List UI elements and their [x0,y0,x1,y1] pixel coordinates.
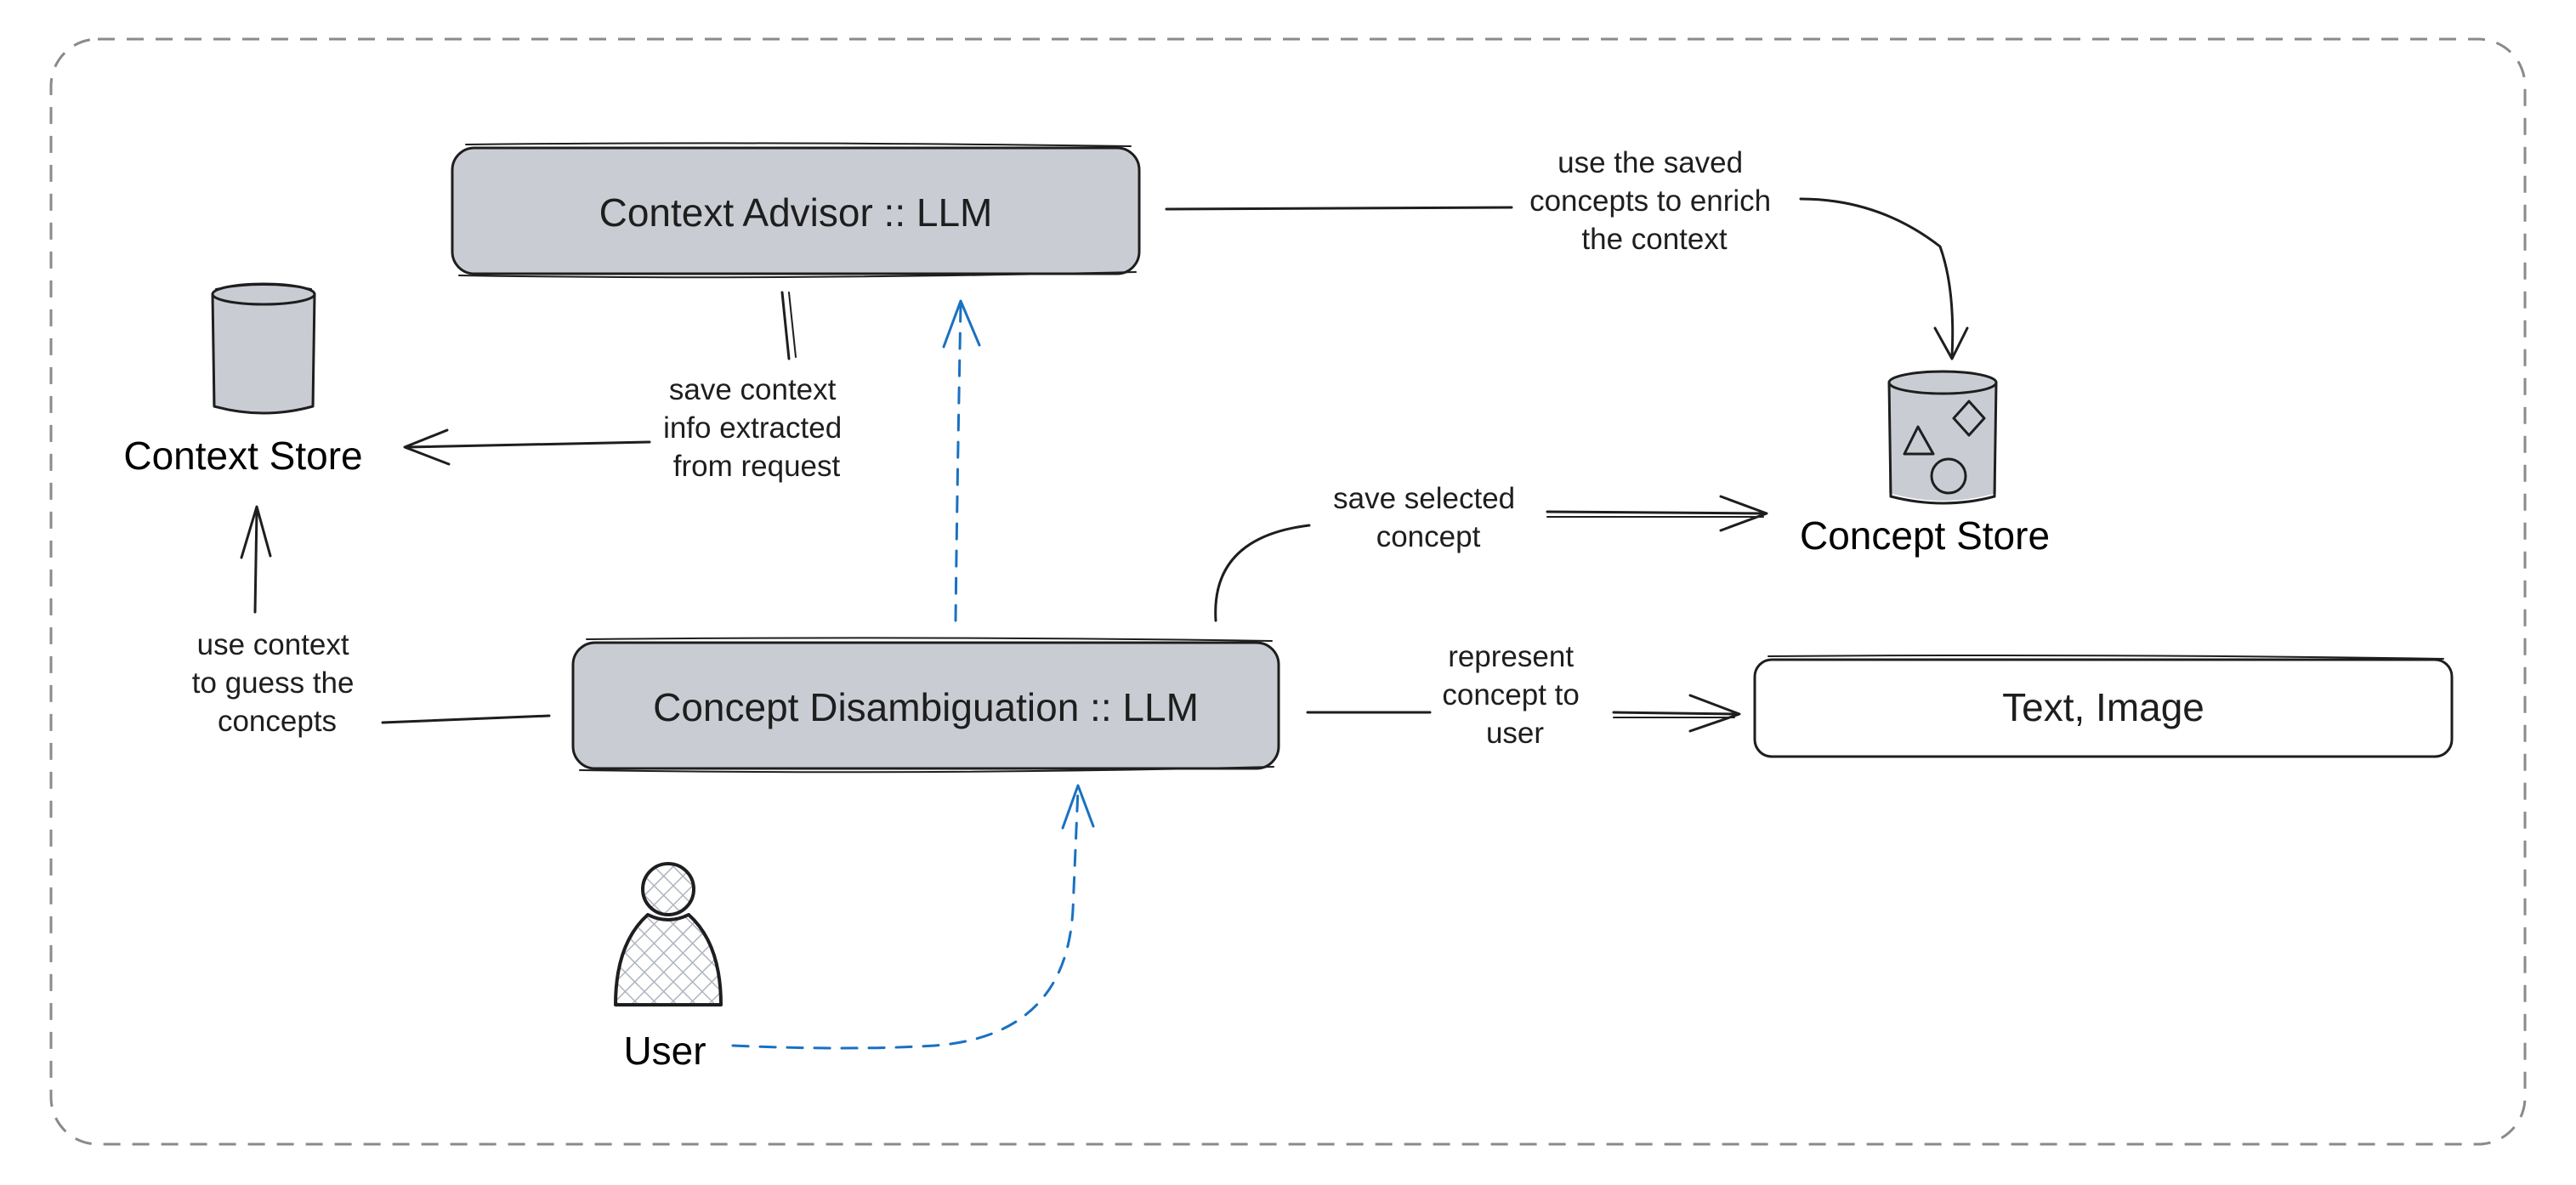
edge-represent: represent concept to user [1306,640,1741,750]
edge-represent-arrowhead [1688,694,1741,733]
svg-text:use context to guess the: use context to guess the concepts [192,628,362,738]
edge-user-to-disambiguation [731,784,1095,1050]
concept-store-label: Concept Store [1800,513,2050,558]
edge-save-context-label-2: info extracted [663,411,842,445]
database-shapes-icon [1887,370,1998,505]
user-person-icon [614,862,723,1006]
database-cylinder-icon [211,282,316,415]
edge-represent-line-right [1612,711,1739,716]
edge-save-concept-arrowhead [1719,495,1768,532]
user-node[interactable]: User [614,862,723,1073]
svg-text:save context info extrac: save context info extracted from request [663,373,850,483]
edge-enrich-label-3: the context [1581,223,1727,256]
edge-save-context: save context info extracted from request [403,291,850,483]
edge-enrich-label-1: use the saved [1558,146,1743,179]
edge-enrich-label-2: concepts to enrich [1529,184,1771,218]
edge-enrich-arrowhead [1933,326,1969,360]
text-image-label: Text, Image [2002,685,2204,729]
edge-save-concept-label-2: concept [1376,520,1481,553]
svg-text:represent concept to: represent concept to user [1442,640,1587,750]
edge-blue-up-arrowhead [942,299,981,349]
edge-guess-line [381,714,551,724]
edge-save-concept-label-1: save selected [1333,482,1515,515]
circle-shape [1930,457,1967,495]
svg-text:use the saved concepts t: use the saved concepts to enrich the con… [1529,146,1779,256]
edge-represent-label-1: represent [1448,640,1574,673]
edge-blue-up-line [954,304,962,622]
svg-text:save selected concept: save selected concept [1333,482,1523,553]
concept-disambiguation-label: Concept Disambiguation :: LLM [653,685,1199,729]
edge-save-concept-curve [1214,524,1311,622]
edge-guess-arrowhead [240,505,272,559]
edge-save-context-arrowhead [403,428,451,466]
context-store-node[interactable]: Context Store [123,282,363,478]
edge-guess: use context to guess the concepts [192,505,551,738]
edge-save-context-label-1: save context [669,373,837,406]
concept-disambiguation-node[interactable]: Concept Disambiguation :: LLM [571,637,1280,774]
context-advisor-label: Context Advisor :: LLM [599,190,993,235]
edge-save-context-line [405,440,651,449]
context-advisor-box [451,146,1141,275]
edge-save-concept: save selected concept [1214,482,1768,622]
edge-represent-label-2: concept to [1442,678,1580,712]
user-label: User [623,1029,706,1073]
edge-guess-label-2: to guess the [192,666,355,700]
edge-save-context-label-3: from request [673,450,841,483]
edge-save-concept-line [1546,510,1767,515]
text-image-node[interactable]: Text, Image [1753,655,2454,758]
edge-blue-user-arrowhead [1061,784,1095,830]
diamond-shape [1952,400,1986,437]
edge-enrich-line-right [1799,197,1955,359]
text-image-box [1753,658,2454,758]
triangle-shape [1903,425,1935,456]
outer-frame [49,37,2527,1146]
edge-guess-label-3: concepts [218,705,337,738]
edge-enrich-line-left [1165,206,1513,211]
edge-blue-user-line [731,787,1080,1050]
edge-guess-label-1: use context [197,628,349,661]
concept-disambiguation-box [571,641,1280,770]
edge-disambiguation-to-advisor [942,299,981,622]
edge-enrich: use the saved concepts to enrich the con… [1165,146,1969,360]
edge-guess-up-line [253,508,258,614]
context-advisor-node[interactable]: Context Advisor :: LLM [451,142,1141,279]
edge-represent-label-3: user [1486,717,1544,750]
edge-save-context-stub [780,291,791,360]
context-store-label: Context Store [123,434,362,478]
concept-store-node[interactable]: Concept Store [1800,370,2050,558]
